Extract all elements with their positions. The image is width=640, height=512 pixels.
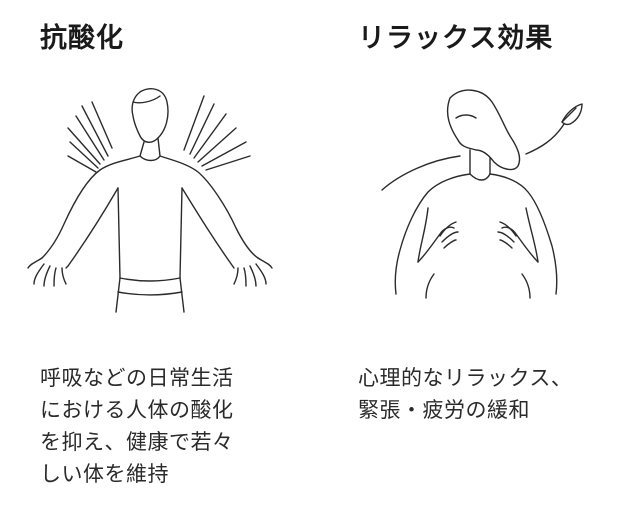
feature-card-relaxation: リラックス効果 心理的なリラッ: [330, 0, 630, 512]
feature-card-antioxidant: 抗酸化: [0, 0, 300, 512]
woman-relaxing-leaf-icon: [381, 89, 583, 299]
radiating-lines-left-icon: [67, 101, 113, 173]
radiating-lines-right-icon: [183, 95, 251, 171]
feature-title: 抗酸化: [40, 23, 124, 54]
description-line: 緊張・疲労の緩和: [358, 398, 530, 422]
description-line: における人体の酸化: [40, 398, 234, 422]
description-line: 心理的なリラックス、: [358, 366, 573, 390]
description-line: しい体を維持: [40, 462, 169, 486]
man-arms-outstretched-icon: [27, 88, 273, 313]
description-line: を抑え、健康で若々: [40, 430, 234, 454]
feature-description: 呼吸などの日常生活 における人体の酸化 を抑え、健康で若々 しい体を維持: [40, 362, 234, 490]
description-line: 呼吸などの日常生活: [40, 366, 234, 390]
feature-description: 心理的なリラックス、 緊張・疲労の緩和: [358, 362, 572, 426]
feature-title: リラックス効果: [358, 23, 554, 54]
